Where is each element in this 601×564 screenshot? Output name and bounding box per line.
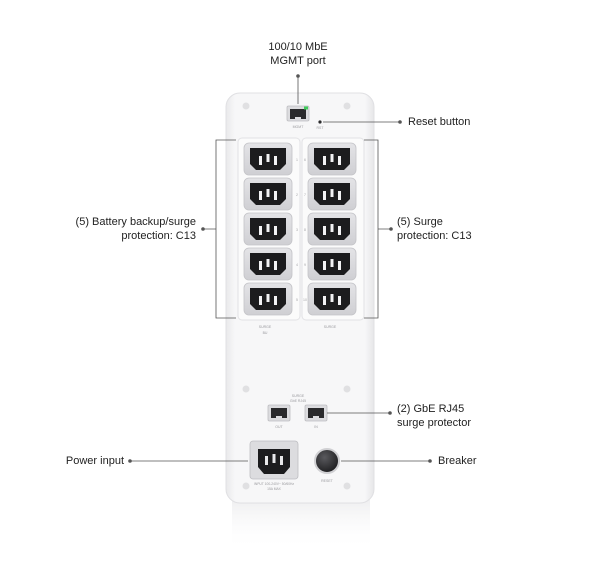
screw-bottom-left	[242, 482, 250, 490]
surge-group-caption: SURGE	[324, 325, 337, 329]
outlet-number: 8	[304, 228, 306, 232]
mgmt-port-callout: 100/10 MbE MGMT port	[248, 40, 348, 68]
surge-c13-outlet[interactable]	[307, 212, 357, 246]
outlet-number: 3	[296, 228, 298, 232]
surge-callout: (5) Surge protection: C13	[397, 215, 472, 243]
callout-line: (5) Battery backup/surge	[75, 216, 196, 228]
rj45-in-port[interactable]	[304, 404, 328, 422]
callout-line: protection: C13	[121, 230, 196, 242]
battery-c13-outlet[interactable]	[243, 177, 293, 211]
rj45-out-label: OUT	[275, 425, 283, 429]
reset-button-callout: Reset button	[408, 115, 470, 129]
screw-top-right	[343, 102, 351, 110]
power-input-callout: Power input	[40, 454, 124, 468]
breaker-label: RESET	[321, 479, 334, 483]
outlet-number: 9	[304, 263, 306, 267]
callout-line: surge protector	[397, 417, 471, 429]
callout-line: (2) GbE RJ45	[397, 403, 465, 415]
callout-line: (5) Surge	[397, 216, 443, 228]
surge-c13-outlet[interactable]	[307, 177, 357, 211]
outlet-number: 7	[304, 193, 306, 197]
screw-bottom-right	[343, 482, 351, 490]
battery-c13-outlet[interactable]	[243, 212, 293, 246]
callout-line: 100/10 MbE	[268, 41, 328, 53]
surge-outlets: 6 7 8 9 10	[303, 142, 357, 316]
outlet-number: 10	[303, 298, 307, 302]
power-rating-label: INPUT 100-240V~ 50/60Hz	[254, 482, 295, 486]
callout-line: protection: C13	[397, 230, 472, 242]
callout-line: Reset button	[408, 116, 471, 128]
breaker-button[interactable]	[314, 448, 340, 474]
screw-mid-right	[343, 385, 351, 393]
rj45-header-sub-caption: GbE RJ45	[290, 399, 306, 403]
outlet-number: 2	[296, 193, 298, 197]
screw-top-left	[242, 102, 250, 110]
outlet-number: 6	[304, 158, 306, 162]
mgmt-port-label: MGMT	[293, 125, 305, 129]
outlet-number: 1	[296, 158, 298, 162]
power-rating-sub-label: 15A MAX	[267, 487, 282, 491]
device-reflection	[232, 500, 370, 550]
reset-button-label: RST	[317, 126, 325, 130]
rj45-in-label: IN	[314, 425, 318, 429]
callout-dots	[128, 74, 432, 463]
surge-c13-outlet[interactable]	[307, 142, 357, 176]
battery-bracket	[203, 139, 236, 319]
callout-line: MGMT port	[270, 55, 326, 67]
surge-c13-outlet[interactable]	[307, 282, 357, 316]
callout-line: Power input	[65, 455, 124, 467]
reset-button[interactable]	[318, 120, 322, 124]
surge-bracket	[364, 139, 391, 319]
rj45-out-port[interactable]	[267, 404, 291, 422]
callout-line: Breaker	[438, 455, 477, 467]
outlet-number: 4	[296, 263, 298, 267]
mgmt-port[interactable]	[286, 105, 310, 122]
battery-c13-outlet[interactable]	[243, 282, 293, 316]
screw-mid-left	[242, 385, 250, 393]
callout-lines	[130, 76, 430, 462]
rj45-callout: (2) GbE RJ45 surge protector	[397, 402, 471, 430]
outlet-number: 5	[296, 298, 298, 302]
battery-c13-outlet[interactable]	[243, 247, 293, 281]
battery-outlets: 1 2 3 4 5	[243, 142, 298, 316]
breaker-callout: Breaker	[438, 454, 477, 468]
battery-c13-outlet[interactable]	[243, 142, 293, 176]
rj45-header-caption: SURGE	[292, 394, 305, 398]
battery-backup-callout: (5) Battery backup/surge protection: C13	[40, 215, 196, 243]
mgmt-led-icon	[304, 106, 308, 110]
battery-group-caption: SURGE	[259, 325, 272, 329]
battery-group-sub-caption: BU	[263, 331, 268, 335]
surge-c13-outlet[interactable]	[307, 247, 357, 281]
power-input-inlet[interactable]	[249, 440, 299, 480]
